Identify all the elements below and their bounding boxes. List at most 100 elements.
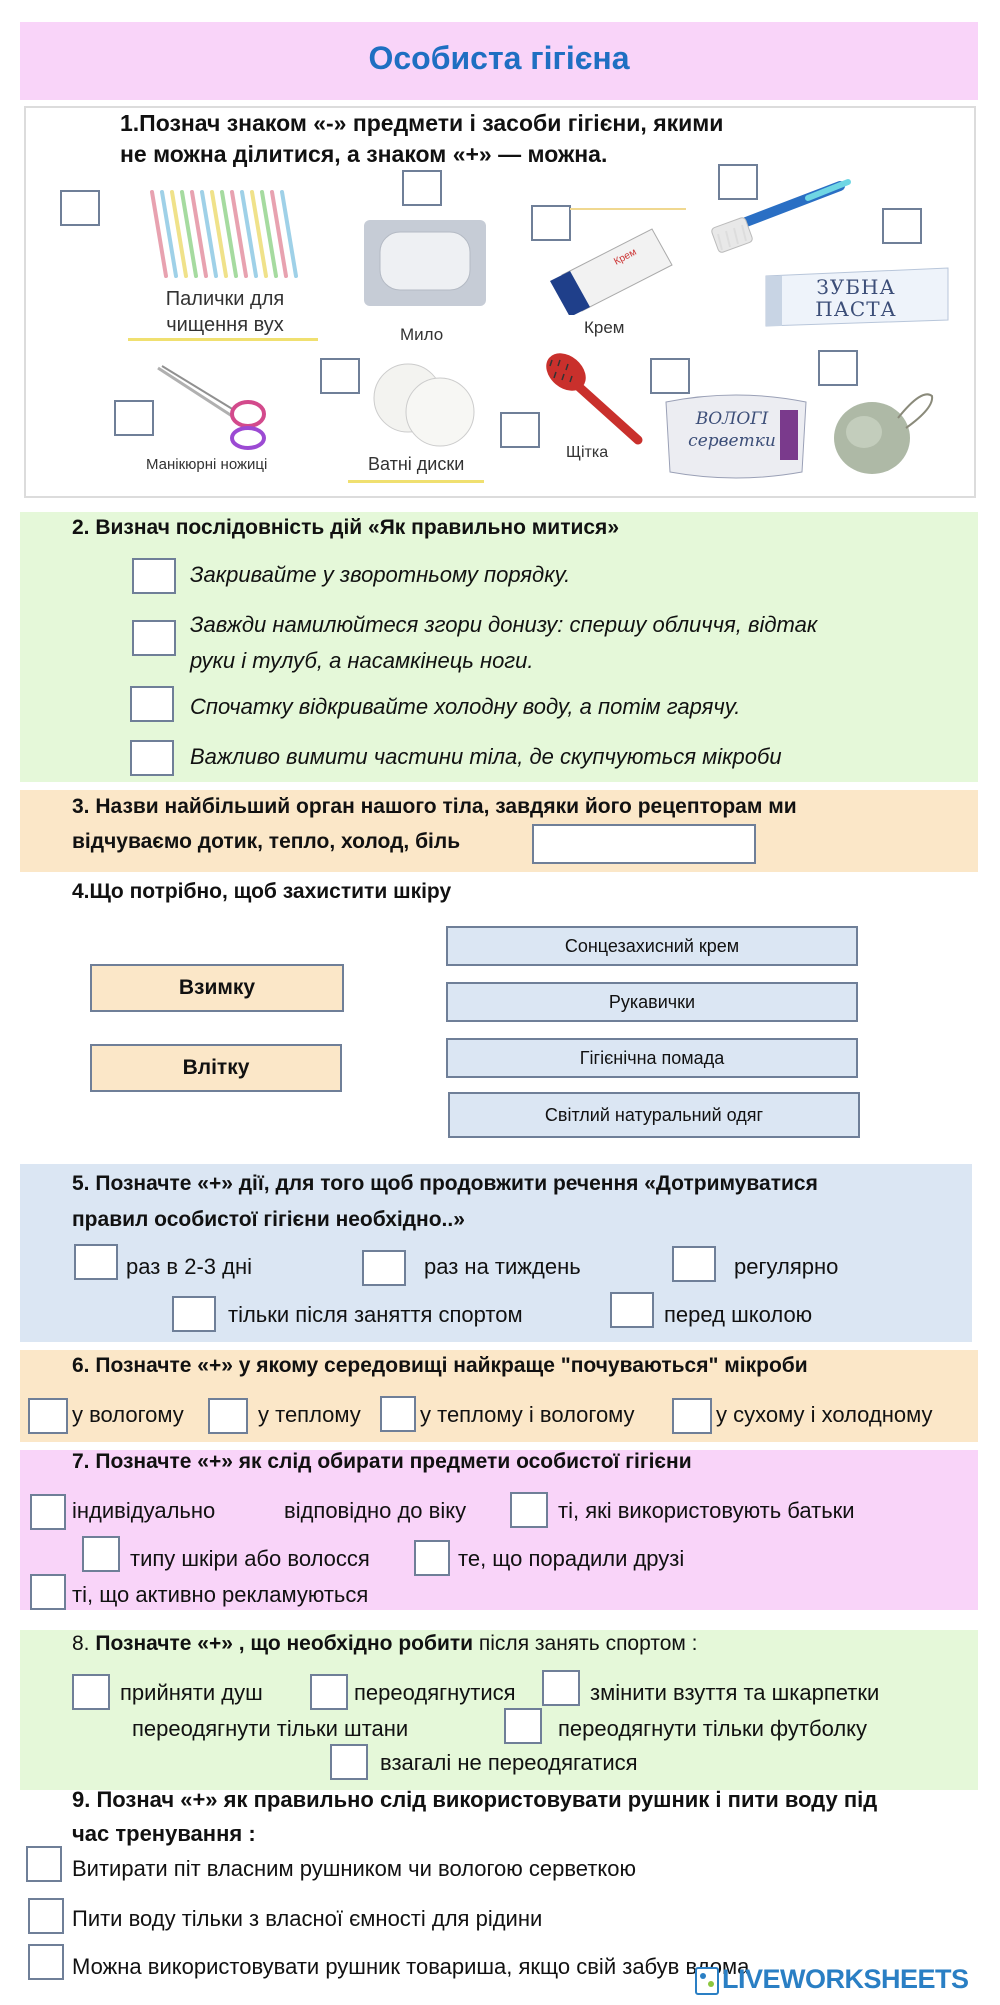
q1-prompt-line1: 1.Познач знаком «-» предмети і засоби гі… [120, 110, 724, 136]
title-banner [20, 22, 978, 100]
q4-item-lip-balm[interactable]: Гігієнічна помада [446, 1038, 858, 1078]
q3-prompt-line1: 3. Назви найбільший орган нашого тіла, з… [72, 795, 797, 818]
q9-checkbox-1[interactable] [26, 1846, 62, 1882]
q8-checkbox-3[interactable] [542, 1670, 580, 1706]
q6-option-4: у сухому і холодному [716, 1402, 933, 1427]
q1-checkbox-pads[interactable] [320, 358, 360, 394]
q1-checkbox-soap[interactable] [402, 170, 442, 206]
q9-option-1: Витирати піт власним рушником чи вологою… [72, 1856, 636, 1881]
q2-checkbox-1[interactable] [132, 558, 176, 594]
wipes-label: ВОЛОГІ серветки [688, 409, 776, 451]
q8-checkbox-5[interactable] [504, 1708, 542, 1744]
q4-item-gloves[interactable]: Рукавички [446, 982, 858, 1022]
q7-checkbox-3[interactable] [510, 1492, 548, 1528]
q5-checkbox-4[interactable] [172, 1296, 216, 1332]
q2-panel [20, 512, 978, 782]
q7-option-4: типу шкіри або волосся [130, 1546, 370, 1571]
liveworksheets-icon [695, 1967, 719, 1995]
pads-underline [348, 480, 484, 483]
q9-prompt-line1: 9. Познач «+» як правильно слід використ… [72, 1787, 878, 1812]
q8-option-4: переодягнути тільки штани [132, 1716, 409, 1741]
q3-prompt-line2: відчуваємо дотик, тепло, холод, біль [72, 830, 461, 853]
q4-item-sunscreen[interactable]: Сонцезахисний крем [446, 926, 858, 966]
q2-checkbox-3[interactable] [130, 686, 174, 722]
q2-option-1: Закривайте у зворотньому порядку. [190, 562, 571, 587]
q6-prompt: 6. Позначте «+» у якому середовищі найкр… [72, 1354, 808, 1377]
toothpaste-label: ЗУБНА ПАСТА [815, 275, 897, 321]
q1-checkbox-scissors[interactable] [114, 400, 154, 436]
q8-checkbox-2[interactable] [310, 1674, 348, 1710]
q2-checkbox-4[interactable] [130, 740, 174, 776]
q8-option-1: прийняти душ [120, 1680, 263, 1705]
q1-checkbox-swabs[interactable] [60, 190, 100, 226]
q7-checkbox-1[interactable] [30, 1494, 66, 1530]
q3-answer-input[interactable] [532, 824, 756, 864]
q6-panel [20, 1350, 978, 1442]
q5-option-5: перед школою [664, 1302, 813, 1327]
q2-option-2a: Завжди намилюйтеся згори донизу: спершу … [190, 612, 818, 637]
q7-option-2: відповідно до віку [284, 1498, 467, 1523]
q7-prompt: 7. Позначте «+» як слід обирати предмети… [72, 1450, 692, 1473]
q5-option-4: тільки після заняття спортом [228, 1302, 523, 1327]
q5-prompt-line2: правил особистої гігієни необхідно..» [72, 1208, 465, 1231]
soap-label: Мило [400, 325, 444, 344]
liveworksheets-logo: LIVEWORKSHEETS [694, 1960, 994, 2000]
cream-icon: Крем [550, 228, 673, 315]
swabs-label: Палички для чищення вух [165, 288, 285, 336]
q5-option-1: раз в 2-3 дні [126, 1254, 253, 1279]
scissors-icon [157, 365, 266, 450]
q5-checkbox-5[interactable] [610, 1292, 654, 1328]
q6-option-3: у теплому і вологому [420, 1402, 635, 1427]
q7-checkbox-5[interactable] [414, 1540, 450, 1576]
toothbrush-icon [711, 179, 851, 253]
q1-checkbox-toothpaste[interactable] [882, 208, 922, 244]
q2-option-3: Спочатку відкривайте холодну воду, а пот… [190, 694, 741, 719]
q4-item-light-clothes[interactable]: Світлий натуральний одяг [448, 1092, 860, 1138]
q1-checkbox-toothbrush[interactable] [718, 164, 758, 200]
q5-option-3: регулярно [734, 1254, 839, 1279]
sponge-icon [834, 393, 934, 474]
q9-prompt-line2: час тренування : [72, 1821, 256, 1846]
scissors-label: Манікюрні ножиці [146, 456, 268, 473]
page-title: Особиста гігієна [368, 40, 630, 76]
q1-checkbox-sponge[interactable] [818, 350, 858, 386]
q6-checkbox-2[interactable] [208, 1398, 248, 1434]
q1-checkbox-brush[interactable] [500, 412, 540, 448]
q5-option-2: раз на тиждень [424, 1254, 581, 1279]
q5-checkbox-1[interactable] [74, 1244, 118, 1280]
q8-checkbox-6[interactable] [330, 1744, 368, 1780]
q6-checkbox-4[interactable] [672, 1398, 712, 1434]
cream-label: Крем [584, 318, 625, 337]
q8-panel [20, 1630, 978, 1790]
q9-option-2: Пити воду тільки з власної ємності для р… [72, 1906, 543, 1931]
q7-panel [20, 1450, 978, 1610]
q3-panel [20, 790, 978, 872]
q2-checkbox-2[interactable] [132, 620, 176, 656]
q7-checkbox-6[interactable] [30, 1574, 66, 1610]
q4-season-winter[interactable]: Взимку [90, 964, 344, 1012]
q6-checkbox-3[interactable] [380, 1396, 416, 1432]
q9-checkbox-2[interactable] [28, 1898, 64, 1934]
q7-option-5: те, що порадили друзі [458, 1546, 685, 1571]
q7-checkbox-4[interactable] [82, 1536, 120, 1572]
q8-prompt-number: 8. [72, 1632, 96, 1655]
q9-checkbox-3[interactable] [28, 1944, 64, 1980]
q4-season-summer[interactable]: Влітку [90, 1044, 342, 1092]
q5-checkbox-3[interactable] [672, 1246, 716, 1282]
pads-label: Ватні диски [368, 454, 465, 474]
q5-checkbox-2[interactable] [362, 1250, 406, 1286]
cotton-swabs-icon [150, 190, 298, 278]
brush-label: Щітка [566, 444, 609, 461]
q6-option-2: у теплому [258, 1402, 361, 1427]
q7-option-1: індивідуально [72, 1498, 216, 1523]
q8-checkbox-1[interactable] [72, 1674, 110, 1710]
wet-wipes-icon [665, 394, 807, 479]
q7-option-3: ті, які використовують батьки [558, 1498, 855, 1523]
q1-checkbox-wipes[interactable] [650, 358, 690, 394]
q8-option-6: взагалі не переодягатися [380, 1750, 638, 1775]
q1-checkbox-cream[interactable] [531, 205, 571, 241]
q6-checkbox-1[interactable] [28, 1398, 68, 1434]
q9-option-3: Можна використовувати рушник товариша, я… [72, 1954, 750, 1979]
q2-option-4: Важливо вимити частини тіла, де скупчуют… [190, 744, 782, 769]
q8-prompt: 8. Позначте «+» , що необхідно робити пі… [72, 1626, 698, 1661]
